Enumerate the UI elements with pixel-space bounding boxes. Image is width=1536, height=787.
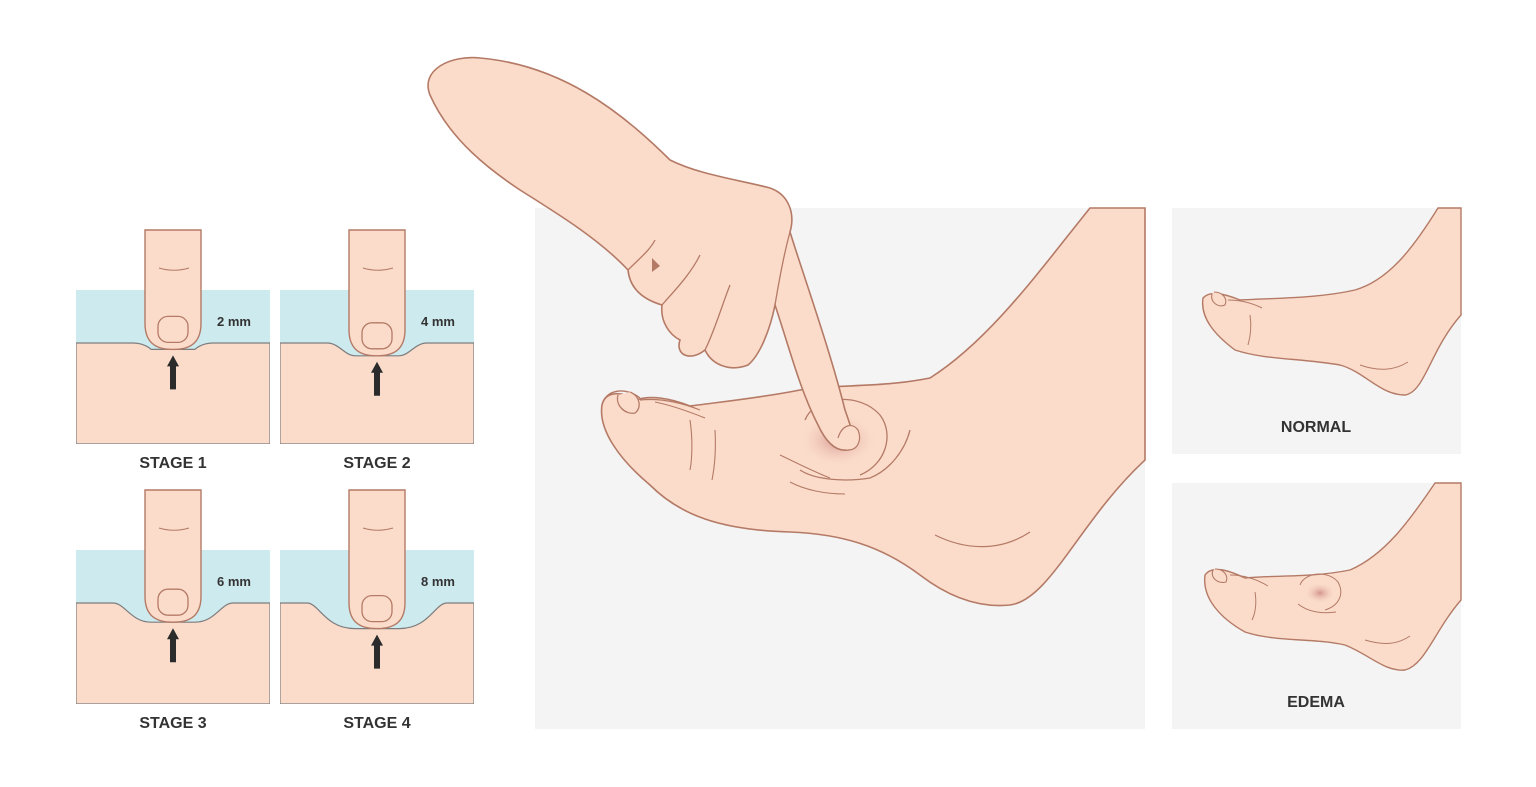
depth-label: 6 mm bbox=[217, 574, 251, 589]
depth-label: 4 mm bbox=[421, 314, 455, 329]
edema-foot-illustration bbox=[1204, 482, 1462, 671]
skin-surface bbox=[76, 342, 270, 444]
edema-label: EDEMA bbox=[1287, 694, 1345, 711]
main-illustration bbox=[427, 56, 1146, 729]
foot-illustration bbox=[600, 207, 1146, 607]
up-arrow-icon bbox=[371, 361, 383, 396]
up-arrow-icon bbox=[371, 634, 383, 669]
fingernail bbox=[157, 315, 189, 344]
knuckle-crease bbox=[362, 527, 394, 531]
knuckle-crease bbox=[362, 267, 394, 271]
up-arrow-icon bbox=[167, 355, 179, 390]
normal-foot-illustration bbox=[1201, 207, 1462, 396]
depth-label: 8 mm bbox=[421, 574, 455, 589]
up-arrow-icon bbox=[167, 628, 179, 663]
stage-panels: 2 mm STAGE 1 4 mm STAGE 2 6 mm STAGE 3 8 mm STA… bbox=[76, 229, 474, 732]
knuckle-crease bbox=[158, 267, 190, 271]
fingernail bbox=[361, 594, 393, 623]
stage-label: STAGE 4 bbox=[343, 715, 410, 732]
finger bbox=[144, 229, 202, 351]
normal-panel: NORMAL bbox=[1172, 207, 1462, 454]
stage-label: STAGE 1 bbox=[139, 455, 206, 472]
hand-illustration bbox=[427, 56, 855, 451]
depth-label: 2 mm bbox=[217, 314, 251, 329]
edema-pit-indentation bbox=[1304, 582, 1336, 604]
edema-panel: EDEMA bbox=[1172, 482, 1462, 729]
stage-label: STAGE 2 bbox=[343, 455, 410, 472]
fingernail bbox=[361, 322, 393, 350]
finger bbox=[348, 489, 406, 630]
stage-label: STAGE 3 bbox=[139, 715, 206, 732]
fingernail bbox=[157, 588, 189, 616]
fingernail bbox=[837, 424, 861, 451]
normal-label: NORMAL bbox=[1281, 419, 1351, 436]
finger bbox=[144, 489, 202, 623]
knuckle-crease bbox=[158, 527, 190, 531]
finger bbox=[348, 229, 406, 357]
big-toe-nail bbox=[616, 391, 640, 414]
